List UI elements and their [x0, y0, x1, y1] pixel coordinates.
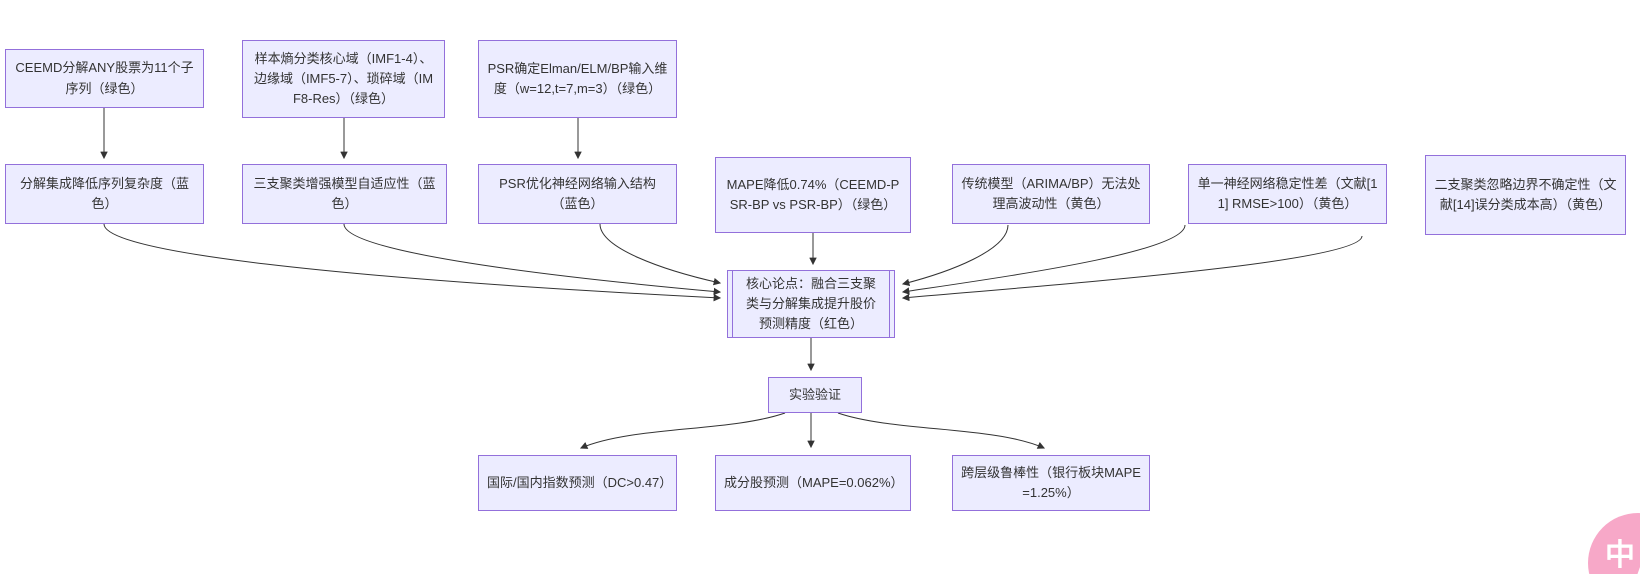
node-psr-input-dim: PSR确定Elman/ELM/BP输入维度（w=12,t=7,m=3）（绿色） — [478, 40, 677, 118]
node-single-nn-limit: 单一神经网络稳定性差（文献[11] RMSE>100）（黄色） — [1188, 164, 1387, 224]
edge-psr-to-core — [599, 223, 722, 286]
translate-zh-glyph: 中 — [1605, 539, 1635, 572]
node-decompose-benefit: 分解集成降低序列复杂度（蓝色） — [5, 164, 204, 224]
edge-threeway-to-core — [343, 223, 722, 296]
edge-traditional-to-core — [901, 224, 1009, 287]
node-stock-prediction: 成分股预测（MAPE=0.062%） — [715, 455, 911, 511]
node-index-prediction: 国际/国内指数预测（DC>0.47） — [478, 455, 677, 511]
node-core-thesis: 核心论点：融合三支聚类与分解集成提升股价预测精度（红色） — [727, 270, 895, 338]
translate-en-glyph: A — [1633, 551, 1640, 574]
edge-singlenn-to-core — [901, 224, 1186, 295]
node-experiment: 实验验证 — [768, 377, 862, 413]
edge-decompose-to-core — [103, 223, 722, 302]
node-sample-entropy: 样本熵分类核心域（IMF1-4）、边缘域（IMF5-7）、琐碎域（IMF8-Re… — [242, 40, 445, 118]
node-traditional-limit: 传统模型（ARIMA/BP）无法处理高波动性（黄色） — [952, 164, 1150, 224]
node-mape-improvement: MAPE降低0.74%（CEEMD-PSR-BP vs PSR-BP）（绿色） — [715, 157, 911, 233]
edge-experiment-to-robustness — [837, 412, 1046, 449]
node-two-way-limit: 二支聚类忽略边界不确定性（文献[14]误分类成本高）（黄色） — [1425, 155, 1626, 235]
edge-experiment-to-index — [579, 412, 786, 449]
node-three-way-benefit: 三支聚类增强模型自适应性（蓝色） — [242, 164, 447, 224]
node-psr-benefit: PSR优化神经网络输入结构（蓝色） — [478, 164, 677, 224]
edge-twoway-to-core — [901, 235, 1363, 302]
node-robustness: 跨层级鲁棒性（银行板块MAPE=1.25%） — [952, 455, 1150, 511]
translate-button[interactable]: 中 A — [1588, 513, 1640, 574]
node-ceemd-decompose: CEEMD分解ANY股票为11个子序列（绿色） — [5, 49, 204, 108]
